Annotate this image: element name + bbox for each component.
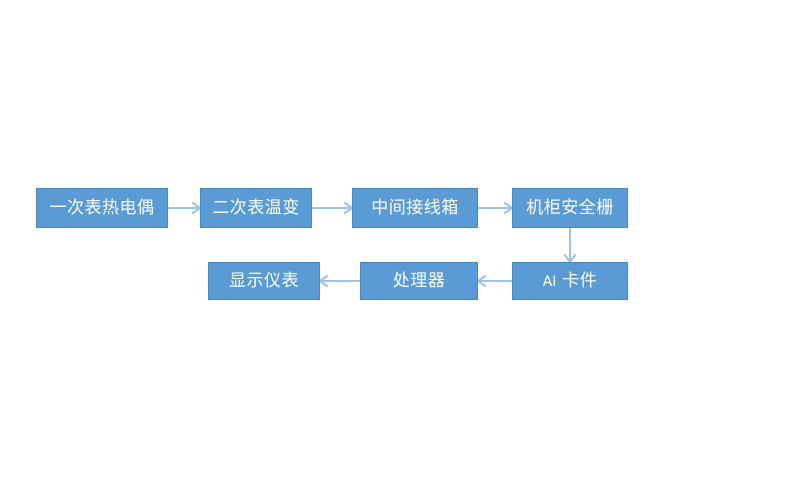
node-processor[interactable]: 处理器 xyxy=(360,262,478,300)
node-label: 处理器 xyxy=(392,270,446,291)
node-label: 一次表热电偶 xyxy=(49,197,155,218)
edge-e5-arrowhead xyxy=(477,275,486,287)
node-label: 显示仪表 xyxy=(229,270,299,291)
node-label: 机柜安全栅 xyxy=(526,197,614,218)
node-display-instrument[interactable]: 显示仪表 xyxy=(208,262,320,300)
node-cabinet-safety-barrier[interactable]: 机柜安全栅 xyxy=(512,188,628,228)
node-label: 二次表温变 xyxy=(212,197,300,218)
node-label: 中间接线箱 xyxy=(371,197,459,218)
node-primary-thermocouple[interactable]: 一次表热电偶 xyxy=(36,188,168,228)
node-ai-card[interactable]: AI 卡件 xyxy=(512,262,628,300)
node-label: AI 卡件 xyxy=(542,270,598,291)
edge-e6-arrowhead xyxy=(319,275,328,287)
node-secondary-transmitter[interactable]: 二次表温变 xyxy=(200,188,312,228)
node-junction-box[interactable]: 中间接线箱 xyxy=(352,188,478,228)
